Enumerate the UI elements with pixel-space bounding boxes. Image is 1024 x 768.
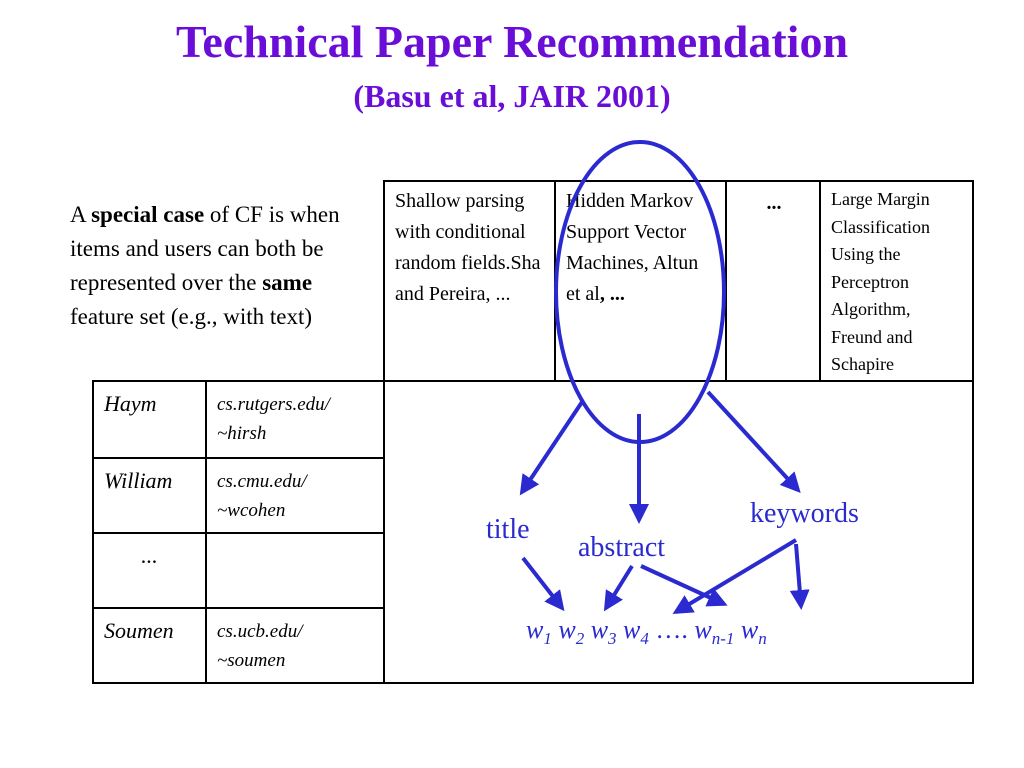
word-w4-sub: 4: [640, 629, 649, 648]
arrow-to-keywords: [706, 390, 801, 493]
paper-ellipsis-text: ...: [766, 192, 782, 214]
field-title-label: title: [486, 514, 530, 545]
intro-part-2: of CF is when items and users can both b…: [70, 202, 340, 295]
user-row-1-url: cs.rutgers.edu/ ~hirsh: [205, 380, 385, 459]
feature-area: [383, 380, 974, 684]
arrow-keywords-to-w4: [672, 538, 798, 615]
word-w2-sub: 2: [575, 629, 585, 648]
intro-part-1: A: [70, 202, 92, 227]
word-wn-1-sub: n-1: [711, 629, 735, 648]
paper-2-text: Hidden Markov Support Vector Machines, A…: [566, 190, 699, 305]
slide-title: Technical Paper Recommendation: [175, 16, 849, 67]
paper-2-suffix: , ...: [599, 283, 625, 305]
word-wn-1: w: [694, 615, 712, 644]
user-4-url: cs.ucb.edu/ ~soumen: [217, 621, 303, 671]
word-sequence: w1 w2 w3 w4 …. wn-1 wn: [526, 612, 767, 657]
arrow-keywords-to-wn1: [789, 543, 810, 610]
arrow-abstract-to-dots: [640, 564, 728, 607]
word-w1: w: [526, 615, 544, 644]
word-w4: w: [623, 615, 641, 644]
word-w3-sub: 3: [608, 629, 617, 648]
intro-bold-same: same: [262, 270, 313, 295]
word-w2: w: [558, 615, 576, 644]
intro-part-3: feature set (e.g., with text): [70, 304, 313, 329]
paper-4-text: Large Margin Classification Using the Pe…: [831, 189, 930, 374]
word-wn-sub: n: [758, 629, 767, 648]
word-w3: w: [590, 615, 609, 644]
user-2-name: William: [104, 468, 173, 493]
arrow-abstract-to-w3: [603, 564, 634, 612]
arrow-to-title: [519, 400, 584, 496]
user-1-name: Haym: [104, 391, 157, 416]
intro-text: A special case of CF is when items and u…: [70, 198, 360, 334]
user-row-2-name: William: [92, 457, 207, 534]
user-row-2-url: cs.cmu.edu/ ~wcohen: [205, 457, 385, 534]
paper-1-text: Shallow parsing with conditional random …: [395, 190, 541, 305]
highlight-ellipse: [554, 140, 726, 444]
intro-bold-special-case: special case: [91, 202, 205, 227]
field-abstract-label: abstract: [578, 532, 666, 563]
word-wn: w: [740, 615, 759, 644]
user-1-url: cs.rutgers.edu/ ~hirsh: [217, 394, 330, 444]
word-w1-sub: 1: [543, 629, 552, 648]
user-4-name: Soumen: [104, 618, 174, 643]
user-row-3-url: [205, 532, 385, 609]
user-3-name: ...: [141, 543, 158, 568]
paper-cell-ellipsis: ...: [725, 180, 821, 382]
word-ellipsis: ….: [655, 615, 688, 644]
user-row-4-url: cs.ucb.edu/ ~soumen: [205, 607, 385, 684]
slide-subtitle: (Basu et al, JAIR 2001): [353, 78, 671, 114]
paper-cell-1: Shallow parsing with conditional random …: [383, 180, 556, 382]
arrow-title-to-w1: [521, 556, 565, 612]
field-keywords-label: keywords: [750, 498, 859, 529]
paper-cell-4: Large Margin Classification Using the Pe…: [819, 180, 974, 382]
user-2-url: cs.cmu.edu/ ~wcohen: [217, 471, 307, 521]
